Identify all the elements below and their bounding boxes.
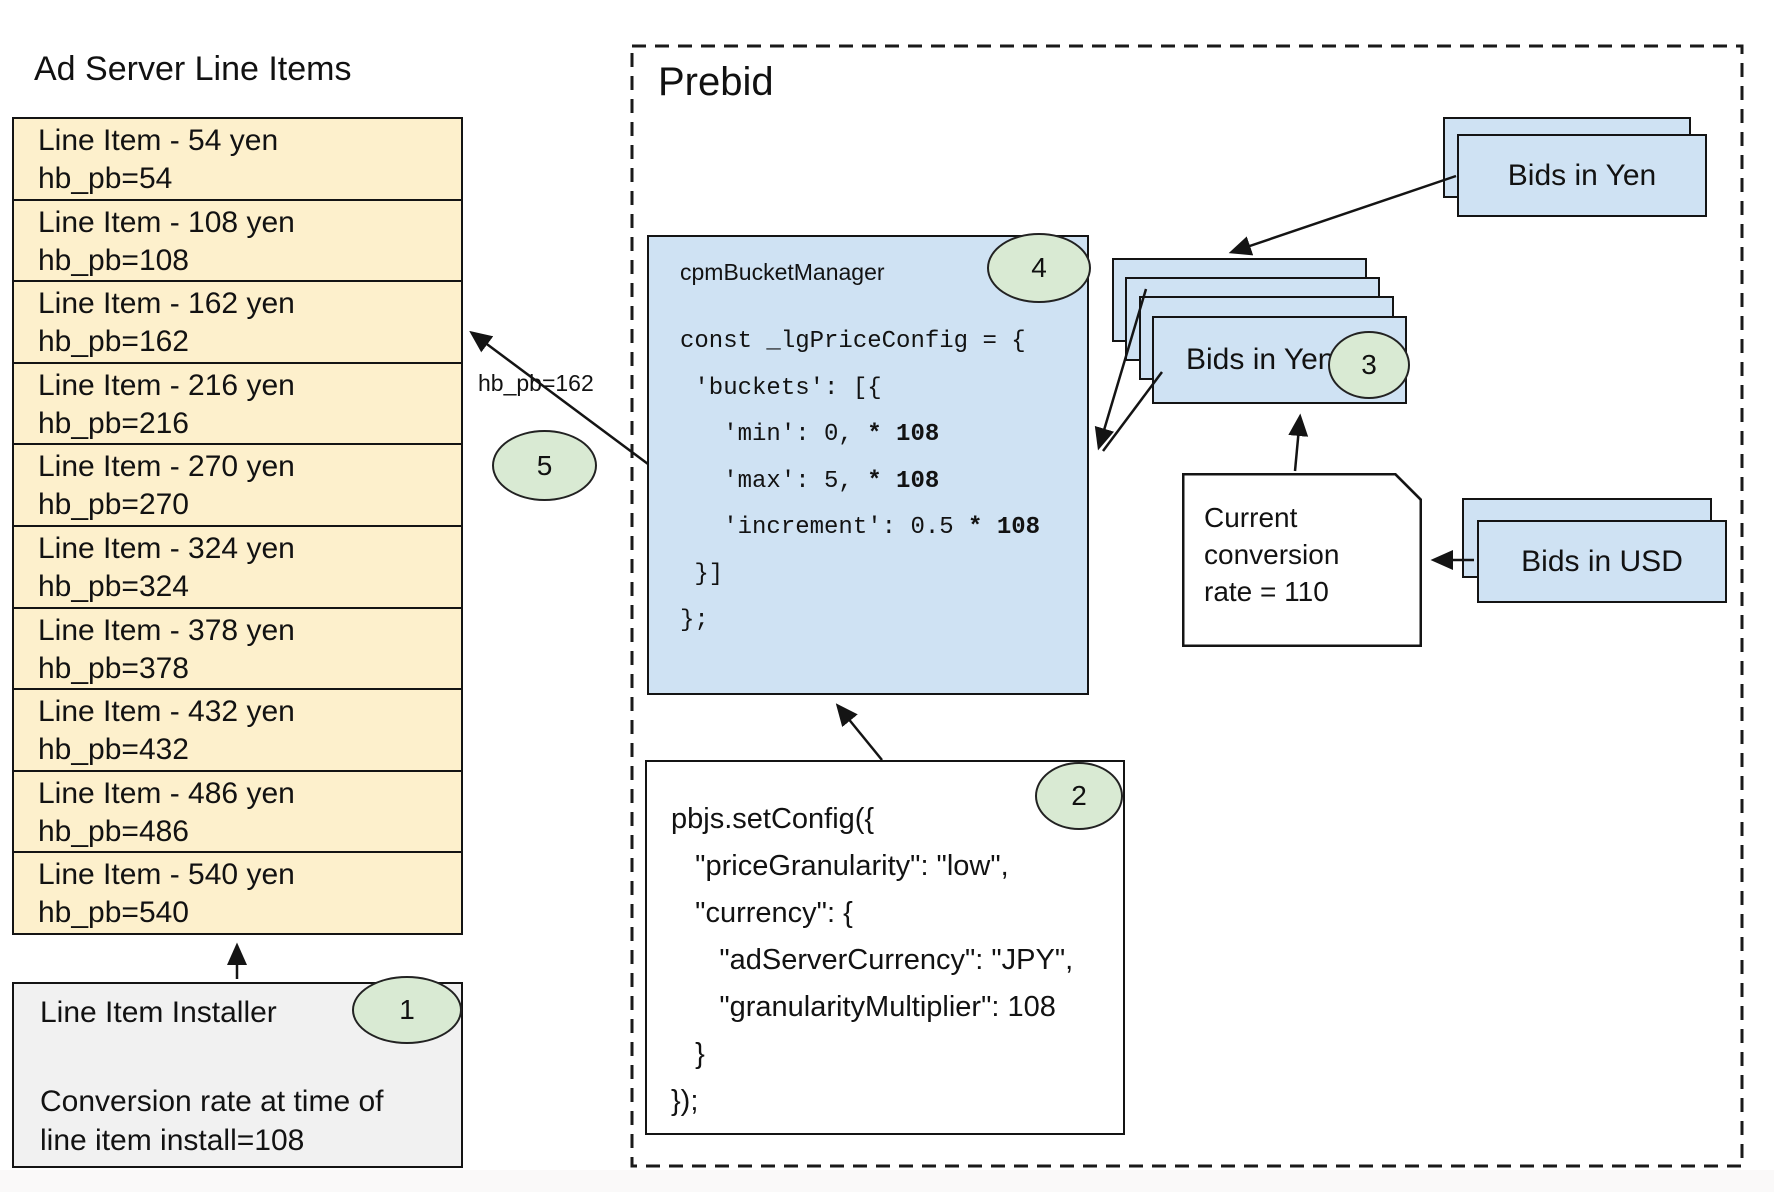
line-item-key: hb_pb=270: [38, 488, 189, 522]
line-item-label: Line Item - 324 yen: [38, 531, 295, 565]
line-item-key: hb_pb=108: [38, 243, 189, 277]
line-item-key: hb_pb=162: [38, 325, 189, 359]
line-item-key: hb_pb=216: [38, 406, 189, 440]
line-item-label: Line Item - 378 yen: [38, 613, 295, 647]
table-row: Line Item - 540 yen hb_pb=540: [14, 853, 461, 933]
line-item-key: hb_pb=540: [38, 896, 189, 930]
line-item-label: Line Item - 54 yen: [38, 124, 279, 157]
bottom-strip: [0, 1170, 1774, 1192]
step-badge-3: 3: [1328, 331, 1410, 399]
set-config-code: pbjs.setConfig({ "priceGranularity": "lo…: [671, 803, 1074, 1117]
bids-in-yen-label: Bids in Yen: [1507, 158, 1657, 192]
price-config-code: const _lgPriceConfig = { 'buckets': [{ '…: [680, 328, 1041, 634]
bids-in-yen-top-card: Bids in Yen: [1457, 134, 1707, 217]
bids-in-yen-label: Bids in Yen: [1186, 343, 1335, 376]
step-badge-5: 5: [492, 430, 597, 501]
installer-note: Conversion rate at time of line item ins…: [40, 1085, 384, 1157]
line-item-key: hb_pb=54: [38, 162, 173, 195]
line-item-label: Line Item - 540 yen: [38, 858, 295, 892]
line-item-label: Line Item - 270 yen: [38, 450, 295, 484]
table-row: Line Item - 162 yen hb_pb=162: [14, 282, 461, 364]
conversion-rate-note: Current conversion rate = 110: [1182, 473, 1422, 647]
table-row: Line Item - 270 yen hb_pb=270: [14, 445, 461, 527]
cpm-bucket-manager-label: cpmBucketManager: [680, 259, 885, 285]
line-item-key: hb_pb=324: [38, 569, 189, 603]
table-row: Line Item - 216 yen hb_pb=216: [14, 364, 461, 446]
arrow-note-to-yen-stack: [1288, 413, 1309, 472]
step-badge-4: 4: [987, 233, 1091, 303]
table-row: Line Item - 432 yen hb_pb=432: [14, 690, 461, 772]
line-item-key: hb_pb=486: [38, 814, 189, 848]
step-badge-2: 2: [1035, 762, 1123, 830]
line-item-table: Line Item - 54 yen hb_pb=54 Line Item - …: [12, 117, 463, 935]
cpm-bucket-manager-box: cpmBucketManager const _lgPriceConfig = …: [647, 235, 1089, 695]
table-row: Line Item - 54 yen hb_pb=54: [14, 119, 461, 201]
bids-in-usd-label: Bids in USD: [1521, 544, 1683, 578]
prebid-title: Prebid: [658, 60, 774, 104]
table-row: Line Item - 486 yen hb_pb=486: [14, 772, 461, 854]
installer-title: Line Item Installer: [40, 996, 277, 1029]
hb-pb-arrow-label: hb_pb=162: [478, 370, 594, 396]
table-row: Line Item - 378 yen hb_pb=378: [14, 609, 461, 691]
line-item-label: Line Item - 216 yen: [38, 368, 295, 402]
line-item-key: hb_pb=378: [38, 651, 189, 685]
table-row: Line Item - 324 yen hb_pb=324: [14, 527, 461, 609]
line-item-key: hb_pb=432: [38, 733, 189, 767]
ad-server-title: Ad Server Line Items: [34, 50, 352, 88]
bids-in-usd-card: Bids in USD: [1477, 520, 1727, 603]
line-item-label: Line Item - 162 yen: [38, 287, 295, 321]
arrow-config-to-bucket-manager: [835, 703, 883, 761]
line-item-label: Line Item - 432 yen: [38, 695, 295, 729]
table-row: Line Item - 108 yen hb_pb=108: [14, 201, 461, 283]
line-item-label: Line Item - 108 yen: [38, 205, 295, 239]
step-badge-1: 1: [352, 976, 462, 1044]
line-item-label: Line Item - 486 yen: [38, 776, 295, 810]
conversion-rate-text: Current conversion rate = 110: [1204, 502, 1340, 607]
arrow-yen-top-to-stack: [1228, 174, 1457, 256]
